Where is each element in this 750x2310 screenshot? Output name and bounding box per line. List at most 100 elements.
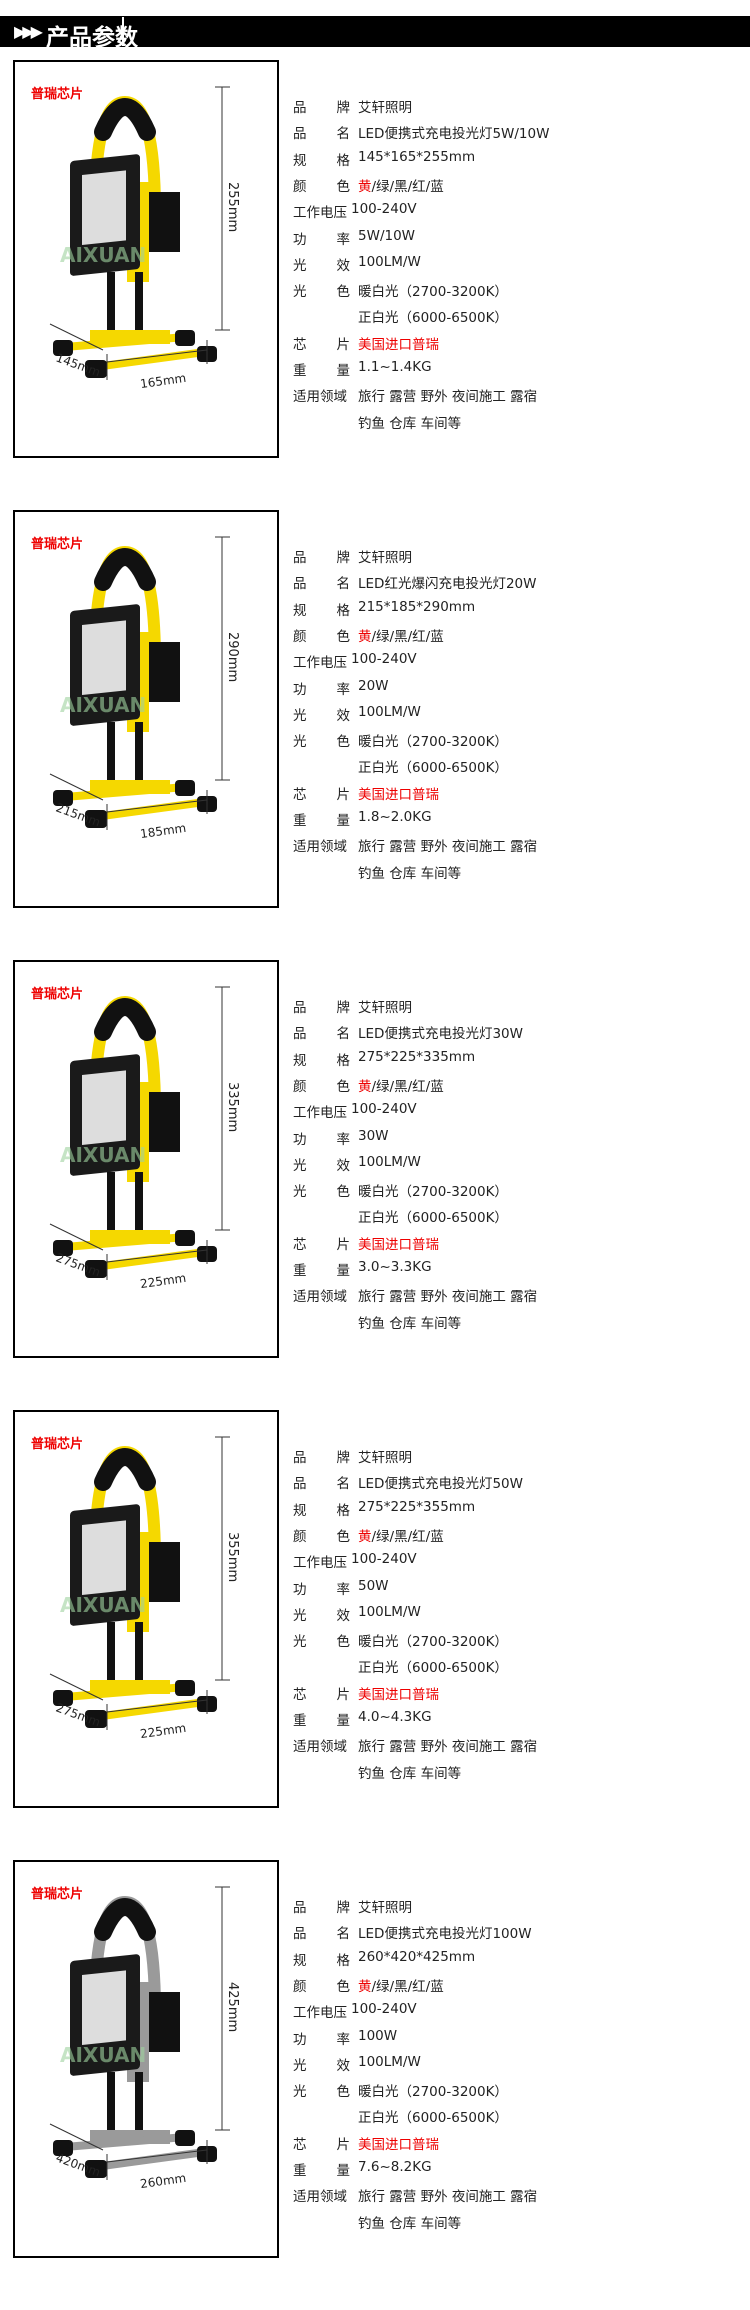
height-dimension-label: 335mm [225,1082,240,1133]
spec-label-char: 格 [336,152,351,169]
spec-label-char: 名 [336,1926,351,1943]
spec-label-char: 光 [293,2057,307,2074]
spec-value: 4.0~4.3KG [358,1709,432,1725]
spec-label: 品牌 [293,96,353,116]
spec-value: 正白光（6000-6500K） [358,2110,508,2127]
watermark-logo: AIXUAN [60,2043,146,2067]
spec-label-char: 品 [293,1476,307,1493]
spec-value: 3.0~3.3KG [358,1259,432,1275]
spec-label-char: 品 [293,100,307,116]
spec-label-char: 光 [293,1184,307,1201]
spec-label: 功率 [293,228,353,248]
spec-value: 100LM/W [358,253,421,270]
spec-label: 功率 [293,2028,353,2048]
spec-label-char: 效 [336,707,351,724]
spec-value: 钓鱼 仓库 车间等 [358,1315,462,1332]
color-highlight: 黄 [358,1078,372,1095]
spec-label-char: 光 [293,734,307,751]
spec-value: LED便携式充电投光灯30W [358,1026,523,1043]
spec-label: 规格 [293,149,353,169]
floodlight-product-image: AIXUAN [49,1886,230,2180]
spec-label-char: 牌 [336,1900,351,1916]
spec-label-char: 片 [336,786,351,803]
spec-label-char: 功 [293,1581,307,1598]
spec-label-char: 量 [336,2163,351,2179]
spec-label: 规格 [293,599,353,619]
spec-value: 黄/绿/黑/红/蓝 [358,1075,444,1095]
spec-label-char: 色 [336,178,351,195]
spec-label-char: 色 [336,284,351,301]
spec-value: 旅行 露营 野外 夜间施工 露宿 [358,1739,538,1756]
spec-value: 美国进口普瑞 [358,336,439,353]
spec-label-char: 规 [293,152,307,169]
spec-label-char: 量 [336,1263,351,1279]
spec-label-char: 片 [336,1686,351,1703]
spec-value: 艾轩照明 [358,550,412,566]
spec-label-char: 光 [293,1157,307,1174]
divider [122,17,124,46]
spec-value: LED便携式充电投光灯100W [358,1926,532,1943]
spec-label-char: 光 [293,284,307,301]
watermark-logo: AIXUAN [60,693,146,717]
spec-label-char: 率 [336,681,351,698]
height-dimension-label: 355mm [225,1532,240,1583]
spec-value: 100-240V [351,1551,417,1568]
spec-value: 100-240V [351,201,417,218]
section-header: ▶▶▶ 产品参数 [0,16,750,51]
spec-label: 品牌 [293,1896,353,1916]
spec-label: 光效 [293,2054,353,2074]
spec-label: 芯片 [293,783,353,803]
spec-value: 美国进口普瑞 [358,1236,439,1253]
spec-label: 光效 [293,1154,353,1174]
floodlight-product-image: AIXUAN [49,1436,230,1730]
spec-value: 旅行 露营 野外 夜间施工 露宿 [358,839,538,856]
spec-label-char: 率 [336,2031,351,2048]
spec-label-char: 功 [293,1131,307,1148]
color-highlight: 黄 [358,628,372,645]
spec-label-char: 量 [336,813,351,829]
spec-label: 重量 [293,2159,353,2179]
spec-label-char: 颜 [293,1528,307,1545]
spec-label-char: 牌 [336,550,351,566]
spec-value: 260*420*425mm [358,1948,476,1965]
spec-label: 适用领域 [293,835,353,855]
spec-label-char: 颜 [293,1078,307,1095]
spec-label: 品名 [293,1022,353,1042]
watermark-logo: AIXUAN [60,1593,146,1617]
chip-badge: 普瑞芯片 [31,1887,84,1902]
spec-value: 1.8~2.0KG [358,809,432,825]
spec-label: 功率 [293,1128,353,1148]
spec-label-char: 名 [336,1476,351,1493]
spec-label: 规格 [293,1949,353,1969]
spec-label: 重量 [293,1259,353,1279]
spec-label-char: 光 [293,707,307,724]
spec-label: 芯片 [293,1683,353,1703]
spec-label-text: 适用领域 [293,839,347,856]
spec-label: 光色 [293,2080,353,2100]
spec-label-char: 色 [336,1078,351,1095]
spec-value: 暖白光（2700-3200K） [358,1184,508,1201]
spec-label-char: 芯 [293,1686,307,1703]
spec-label: 光效 [293,254,353,274]
watermark-logo: AIXUAN [60,243,146,267]
spec-label: 光色 [293,730,353,750]
spec-label-char: 品 [293,1926,307,1943]
spec-label-char: 量 [336,1713,351,1729]
spec-label-text: 工作电压 [293,2005,347,2022]
spec-label-char: 效 [336,1157,351,1174]
spec-label-char: 效 [336,257,351,274]
spec-value: 钓鱼 仓库 车间等 [358,1765,462,1782]
spec-label: 颜色 [293,1075,353,1095]
chip-badge: 普瑞芯片 [31,87,84,102]
spec-label-char: 光 [293,2084,307,2101]
spec-label: 重量 [293,1709,353,1729]
spec-value: 暖白光（2700-3200K） [358,734,508,751]
spec-label-char: 牌 [336,1450,351,1466]
